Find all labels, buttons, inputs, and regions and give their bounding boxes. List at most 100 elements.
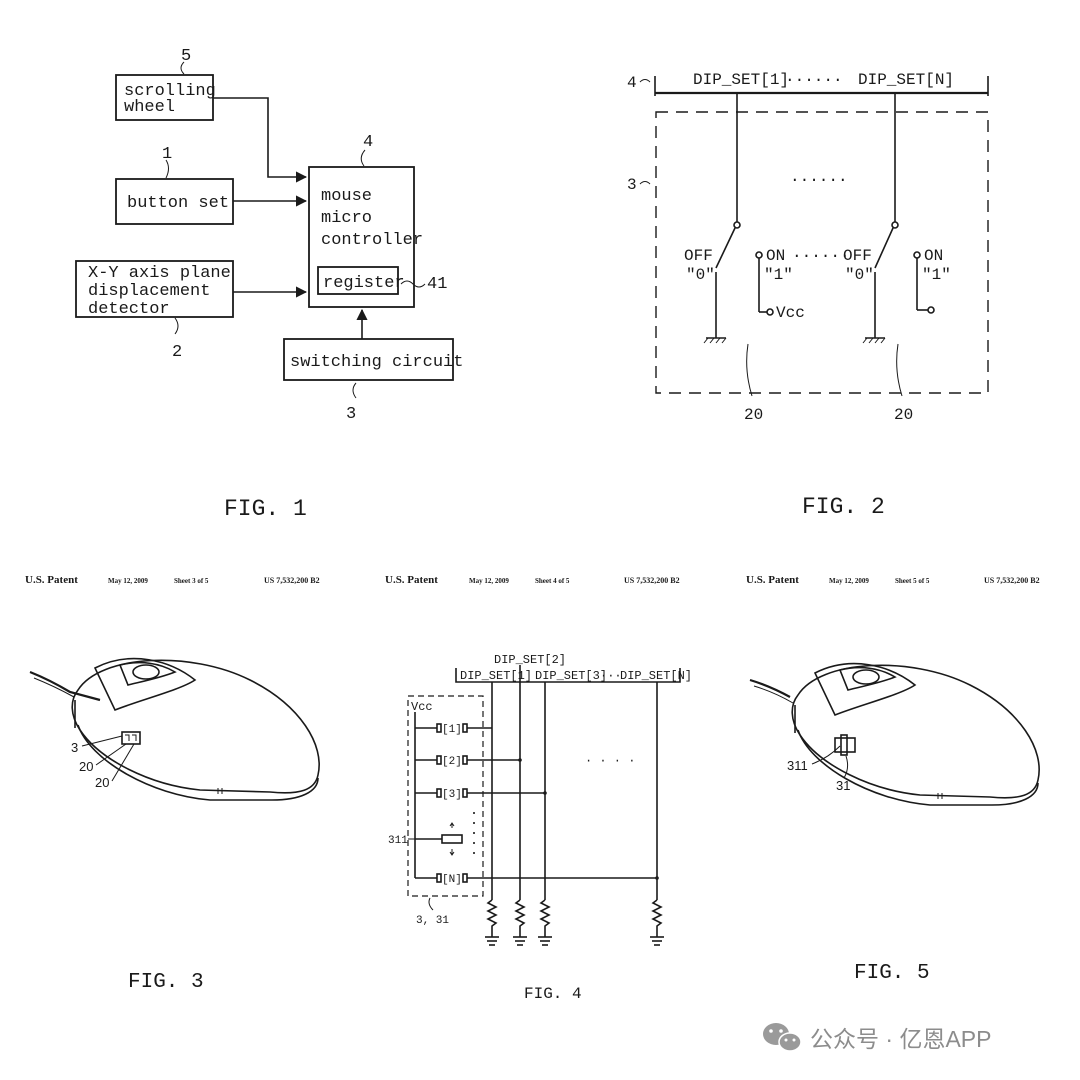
header-left: U.S. Patent [746, 574, 799, 586]
top-label: DIP_SET[2] [494, 653, 566, 667]
ref-leader [352, 382, 357, 399]
scroll-wheel-recess [838, 666, 897, 691]
bus-n: DIP_SET[N] [620, 669, 692, 683]
dip-switch-toggles [125, 734, 137, 741]
header-sheet5: U.S. Patent May 12, 2009 Sheet 5 of 5 US… [746, 574, 1040, 586]
register-ref: 41 [427, 275, 447, 294]
fig5: 311 31 FIG. 5 [749, 662, 1040, 985]
scroll-wheel [132, 664, 160, 680]
header-left: U.S. Patent [25, 574, 78, 586]
ref-leader [428, 897, 434, 911]
switchn-on-terminal [913, 251, 921, 259]
xy-label-1: X-Y axis plane [88, 264, 231, 283]
header-date: May 12, 2009 [829, 577, 869, 585]
ref-leader [360, 149, 366, 167]
pin-row-2: [2] [415, 755, 522, 768]
pin-1: [1] [442, 724, 462, 736]
vcc-terminal [766, 308, 774, 316]
bus-dots: ··· [600, 669, 622, 683]
pin-n: [N] [442, 874, 462, 886]
ref-leader [896, 343, 903, 397]
mouse-cable [29, 670, 101, 702]
watermark: 公众号 · 亿恩APP [763, 1023, 991, 1052]
switch-ref-1: 20 [744, 406, 763, 424]
mouse-seam-mark [217, 788, 223, 794]
scrolling-wheel-label-1: scrolling [124, 82, 216, 101]
resistor-dipn [650, 899, 664, 946]
ref-3: 3 [71, 740, 78, 755]
watermark-text: 公众号 · 亿恩APP [810, 1026, 991, 1052]
mcu-label-3: controller [321, 231, 423, 250]
vcc-label: Vcc [411, 700, 433, 714]
off-label-n: OFF [843, 247, 872, 265]
header-sheet: Sheet 5 of 5 [895, 577, 930, 585]
ref-311: 311 [787, 758, 808, 773]
switchn-pivot [891, 221, 899, 229]
mouse-base [797, 729, 1039, 806]
switch1-pivot [733, 221, 741, 229]
bus-label-n: DIP_SET[N] [858, 71, 954, 89]
xy-label-2: displacement [88, 282, 210, 301]
switch-block-boundary [407, 695, 484, 897]
ground-hatch [862, 337, 886, 344]
switch1-on-terminal [755, 251, 763, 259]
switch-ref-2: 20 [894, 406, 913, 424]
on-label-1: ON [766, 247, 785, 265]
resistor-dip1 [485, 899, 499, 946]
header-sheet4: U.S. Patent May 12, 2009 Sheet 4 of 5 US… [385, 574, 680, 586]
button-set-ref: 1 [162, 145, 172, 164]
slider-body [441, 834, 463, 844]
register-block [317, 266, 399, 295]
header-date: May 12, 2009 [469, 577, 509, 585]
header-sheet: Sheet 4 of 5 [535, 577, 570, 585]
bus-dots: ······ [785, 71, 843, 89]
row-dots: ······ [792, 247, 850, 265]
mid-dots: ······ [790, 171, 848, 189]
fig3-caption: FIG. 3 [128, 971, 204, 994]
ref-20-b: 20 [95, 775, 109, 790]
header-left: U.S. Patent [385, 574, 438, 586]
ref-leader [174, 317, 179, 335]
scrolling-wheel-label-2: wheel [124, 98, 175, 117]
pin-3: [3] [442, 789, 462, 801]
fig2-caption: FIG. 2 [802, 494, 885, 520]
on-label-n: ON [924, 247, 943, 265]
ref-20-a: 20 [79, 759, 93, 774]
pin-2: [2] [442, 756, 462, 768]
fig3: 3 20 20 FIG. 3 [29, 657, 320, 994]
fig2: 4 DIP_SET[1] ······ DIP_SET[N] 3 ······ … [627, 71, 989, 520]
mouse-buttons [93, 657, 197, 712]
mcu-label-1: mouse [321, 187, 372, 206]
ref-leader [639, 79, 651, 83]
ref-31: 31 [836, 778, 850, 793]
bus-ref: 4 [627, 74, 637, 92]
switch1-blade [715, 227, 736, 269]
scroll-wheel [852, 669, 880, 685]
switching-circuit-label: switching circuit [290, 353, 463, 372]
ref-leader [811, 745, 841, 765]
register-label: register [323, 274, 405, 293]
mouse-cable [749, 678, 791, 698]
header-number: US 7,532,200 B2 [984, 576, 1040, 585]
mcu-ref: 4 [363, 133, 373, 152]
mouse-seam-mark [937, 793, 943, 799]
slider-arrows [449, 822, 455, 856]
fig4-caption: FIG. 4 [524, 985, 582, 1003]
header-sheet: Sheet 3 of 5 [174, 577, 209, 585]
slide-switch-knob [840, 734, 848, 756]
bus-bracket [455, 668, 681, 683]
xy-ref: 2 [172, 343, 182, 362]
vcc-label: Vcc [776, 304, 805, 322]
ref-slider: 311 [388, 835, 408, 847]
ref-leader [180, 61, 185, 75]
scrolling-wheel-block [115, 74, 214, 121]
pin-row-1: [1] [415, 723, 492, 736]
pin-row-n: [N] [415, 873, 659, 886]
dip-switch-window [121, 731, 141, 745]
mouse-buttons [813, 662, 917, 717]
fig1-caption: FIG. 1 [224, 496, 307, 522]
button-set-block [115, 178, 234, 225]
fig1: scrolling wheel 5 button set 1 X-Y axis … [75, 47, 463, 522]
